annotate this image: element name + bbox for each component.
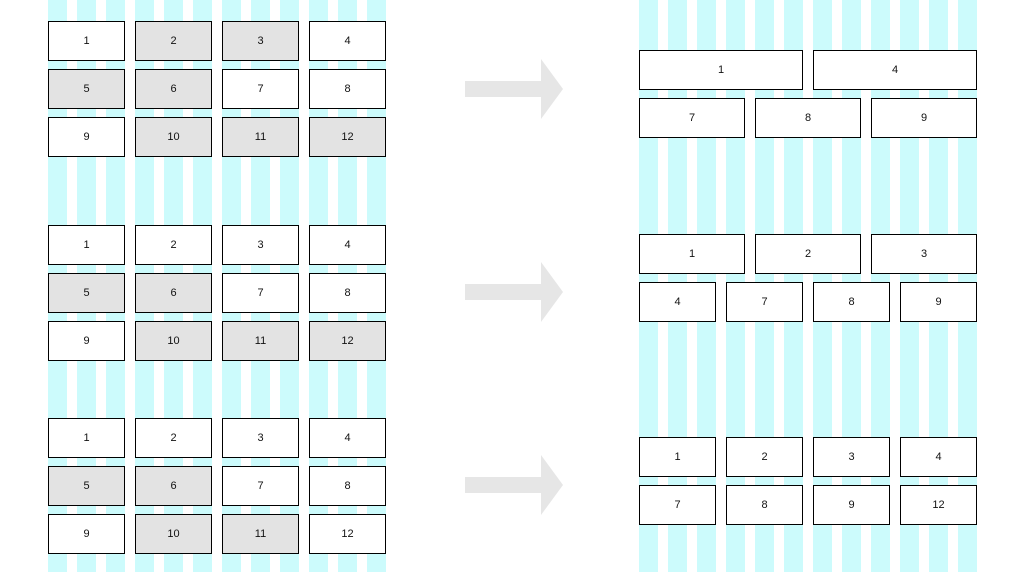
source-cell: 3 — [222, 225, 299, 265]
result-cell: 2 — [726, 437, 803, 477]
source-cell: 4 — [309, 418, 386, 458]
result-cell: 4 — [639, 282, 716, 322]
source-cell: 6 — [135, 466, 212, 506]
result-cell: 1 — [639, 437, 716, 477]
source-cell: 12 — [309, 514, 386, 554]
source-cell: 8 — [309, 466, 386, 506]
source-cell: 9 — [48, 321, 125, 361]
source-cell: 7 — [222, 466, 299, 506]
result-cell: 4 — [900, 437, 977, 477]
source-cell: 12 — [309, 117, 386, 157]
source-cell: 11 — [222, 321, 299, 361]
source-cell: 3 — [222, 21, 299, 61]
source-cell: 5 — [48, 273, 125, 313]
result-cell: 9 — [871, 98, 977, 138]
result-cell: 3 — [871, 234, 977, 274]
source-cell: 6 — [135, 273, 212, 313]
arrow-right-icon — [465, 455, 563, 515]
source-cell: 2 — [135, 225, 212, 265]
result-cell: 7 — [726, 282, 803, 322]
source-cell: 10 — [135, 514, 212, 554]
source-cell: 4 — [309, 225, 386, 265]
result-cell: 4 — [813, 50, 977, 90]
source-cell: 11 — [222, 514, 299, 554]
source-cell: 6 — [135, 69, 212, 109]
source-cell: 4 — [309, 21, 386, 61]
source-cell: 12 — [309, 321, 386, 361]
result-cell: 2 — [755, 234, 861, 274]
result-cell: 7 — [639, 485, 716, 525]
result-cell: 8 — [755, 98, 861, 138]
source-cell: 7 — [222, 273, 299, 313]
source-cell: 1 — [48, 21, 125, 61]
source-cell: 1 — [48, 418, 125, 458]
source-cell: 11 — [222, 117, 299, 157]
source-cell: 7 — [222, 69, 299, 109]
result-cell: 3 — [813, 437, 890, 477]
result-cell: 7 — [639, 98, 745, 138]
source-cell: 5 — [48, 466, 125, 506]
source-cell: 8 — [309, 273, 386, 313]
source-cell: 2 — [135, 21, 212, 61]
source-cell: 10 — [135, 321, 212, 361]
source-cell: 5 — [48, 69, 125, 109]
result-cell: 8 — [726, 485, 803, 525]
source-cell: 1 — [48, 225, 125, 265]
result-cell: 1 — [639, 234, 745, 274]
result-cell: 8 — [813, 282, 890, 322]
result-cell: 1 — [639, 50, 803, 90]
result-cell: 9 — [813, 485, 890, 525]
source-cell: 2 — [135, 418, 212, 458]
source-cell: 10 — [135, 117, 212, 157]
source-cell: 8 — [309, 69, 386, 109]
source-cell: 9 — [48, 117, 125, 157]
source-cell: 3 — [222, 418, 299, 458]
source-cell: 9 — [48, 514, 125, 554]
result-cell: 9 — [900, 282, 977, 322]
result-cell: 12 — [900, 485, 977, 525]
arrow-right-icon — [465, 262, 563, 322]
arrow-right-icon — [465, 59, 563, 119]
